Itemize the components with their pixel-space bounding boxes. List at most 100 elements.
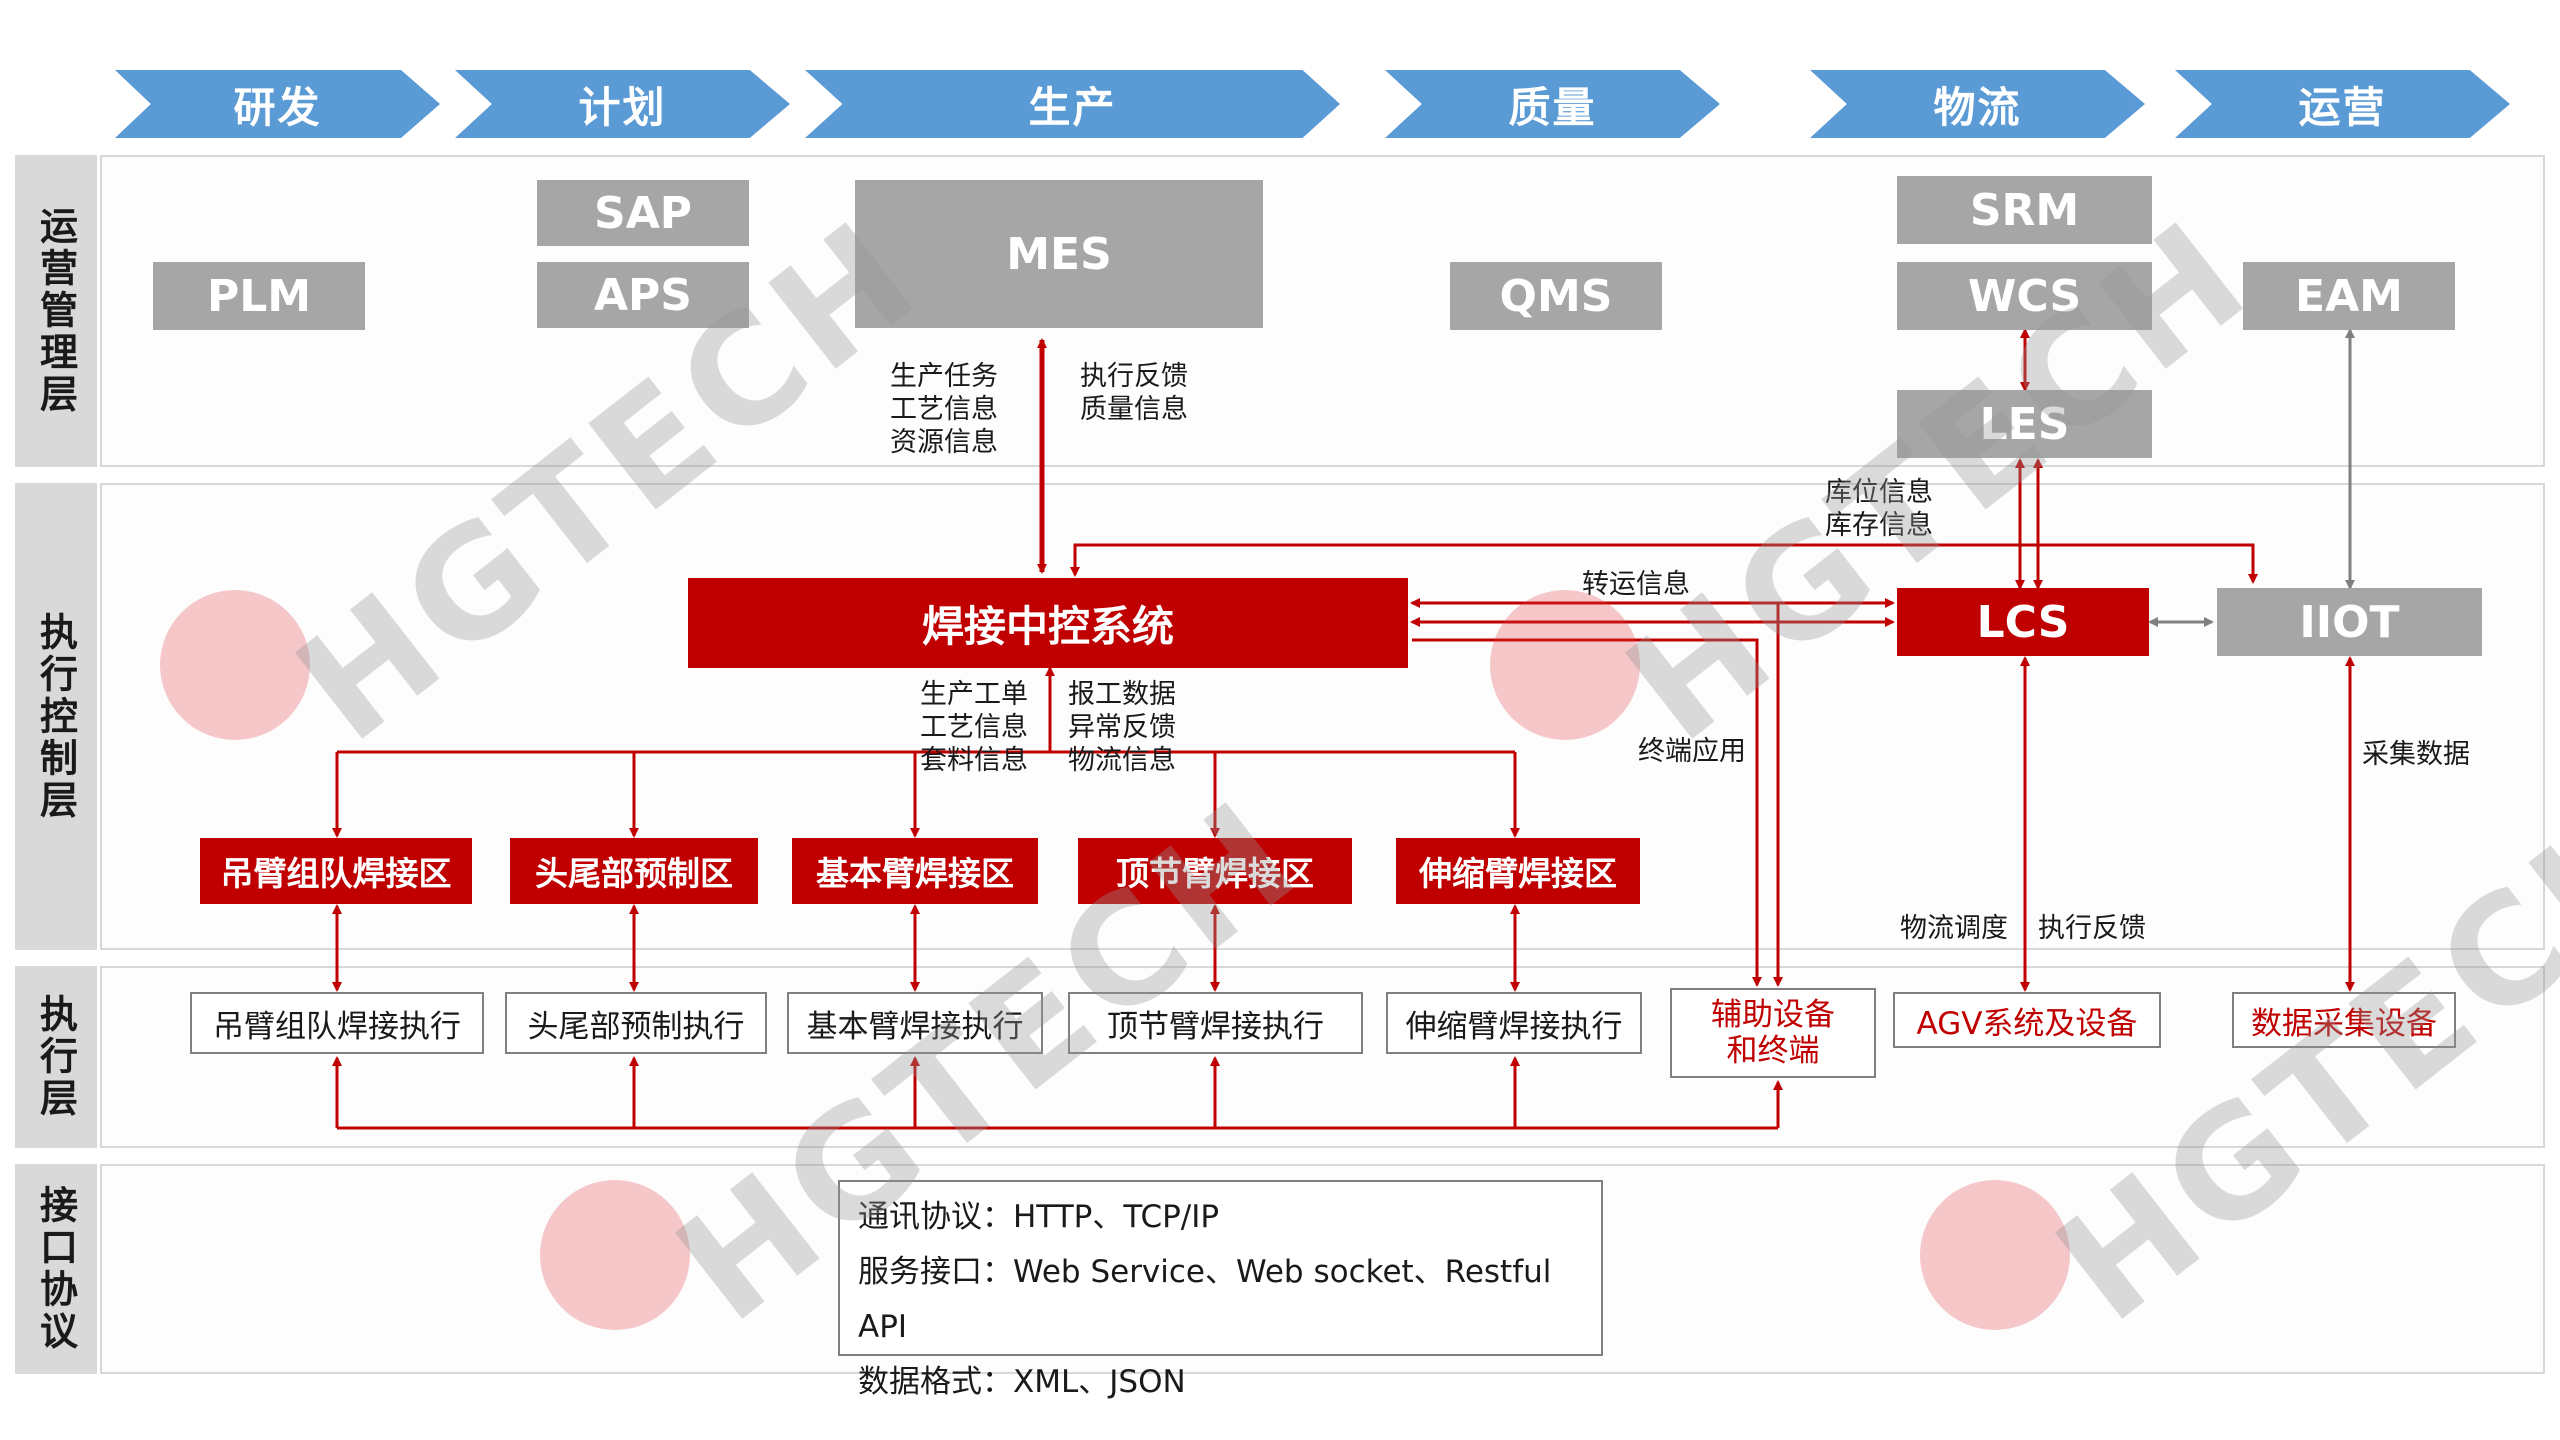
zone-label: 伸缩臂焊接区 <box>1419 854 1617 893</box>
stage-chevron-operation: 运营 <box>2175 70 2510 138</box>
note-line: 执行反馈 <box>1080 361 1188 392</box>
zone-boom-team-welding: 吊臂组队焊接区 <box>200 838 472 904</box>
stage-chevron-plan: 计划 <box>455 70 790 138</box>
system-label: SAP <box>594 187 692 239</box>
system-label: IIOT <box>2299 596 2400 648</box>
note-hub-down: 生产工单 工艺信息 套料信息 <box>920 678 1028 777</box>
note-transfer: 转运信息 <box>1582 568 1690 601</box>
note-storage: 库位信息 库存信息 <box>1825 476 1933 542</box>
stage-label: 物流 <box>1933 82 2022 132</box>
note-line: 库存信息 <box>1825 510 1933 541</box>
exec-agv-system: AGV系统及设备 <box>1893 992 2161 1048</box>
welding-central-control-system: 焊接中控系统 <box>688 578 1408 668</box>
stage-label: 计划 <box>578 82 667 132</box>
exec-telescopic-arm-welding: 伸缩臂焊接执行 <box>1386 992 1642 1054</box>
storage-iiot-link <box>2020 543 2258 584</box>
exec-label: 吊臂组队焊接执行 <box>213 1008 461 1045</box>
layer-label-text: 执行层 <box>33 994 78 1120</box>
exec-label: 辅助设备和终端 <box>1711 997 1835 1069</box>
system-eam: EAM <box>2243 262 2455 330</box>
system-qms: QMS <box>1450 262 1662 330</box>
system-wcs: WCS <box>1897 262 2152 330</box>
system-lcs: LCS <box>1897 588 2149 656</box>
system-mes: MES <box>855 180 1263 328</box>
note-line: 质量信息 <box>1080 394 1188 425</box>
layer-label-control: 执行控制层 <box>15 483 97 950</box>
stage-chevron-logistics: 物流 <box>1810 70 2145 138</box>
hub-aux-link-a <box>1412 638 1762 987</box>
zone-label: 吊臂组队焊接区 <box>220 854 452 893</box>
note-mes-down: 生产任务 工艺信息 资源信息 <box>890 360 998 459</box>
system-les: LES <box>1897 390 2152 458</box>
interface-protocol-box: 通讯协议：HTTP、TCP/IP 服务接口：Web Service、Web so… <box>838 1180 1603 1400</box>
hub-label: 焊接中控系统 <box>921 601 1174 651</box>
watermark-logo-1 <box>160 590 310 740</box>
note-line: 生产工单 <box>920 679 1028 710</box>
zone-top-arm-welding: 顶节臂焊接区 <box>1078 838 1352 904</box>
note-hub-up: 报工数据 异常反馈 物流信息 <box>1068 678 1176 777</box>
exec-label: 基本臂焊接执行 <box>806 1008 1024 1045</box>
interface-line: 通讯协议：HTTP、TCP/IP <box>858 1199 1220 1235</box>
exec-label: 数据采集设备 <box>2251 1005 2437 1042</box>
exec-basic-arm-welding: 基本臂焊接执行 <box>787 992 1043 1054</box>
stage-label: 质量 <box>1508 82 1597 132</box>
zone-label: 顶节臂焊接区 <box>1116 854 1314 893</box>
zone-label: 基本臂焊接区 <box>816 854 1014 893</box>
stage-label: 生产 <box>1028 82 1117 132</box>
note-line: 采集数据 <box>2362 739 2470 770</box>
note-line: 库位信息 <box>1825 477 1933 508</box>
interface-line: 服务接口：Web Service、Web socket、Restful API <box>858 1254 1552 1345</box>
layer-label-text: 接口协议 <box>33 1185 78 1353</box>
zone-telescopic-arm-welding: 伸缩臂焊接区 <box>1396 838 1640 904</box>
note-line: 生产任务 <box>890 361 998 392</box>
note-line: 工艺信息 <box>890 394 998 425</box>
note-line: 套料信息 <box>920 745 1028 776</box>
system-aps: APS <box>537 262 749 328</box>
note-mes-up: 执行反馈 质量信息 <box>1080 360 1188 426</box>
layer-label-interface: 接口协议 <box>15 1164 97 1374</box>
layer-label-management: 运营管理层 <box>15 155 97 467</box>
watermark-logo-2 <box>1490 590 1640 740</box>
note-line: 执行反馈 <box>2038 913 2146 944</box>
watermark-logo-4 <box>1920 1180 2070 1330</box>
system-label: PLM <box>206 270 312 322</box>
system-label: WCS <box>1967 270 2082 322</box>
system-srm: SRM <box>1897 176 2152 244</box>
note-line: 报工数据 <box>1068 679 1176 710</box>
system-label: LCS <box>1976 596 2070 648</box>
note-collect: 采集数据 <box>2362 738 2470 771</box>
zone-head-tail-prefab: 头尾部预制区 <box>510 838 758 904</box>
system-sap: SAP <box>537 180 749 246</box>
exec-aux-devices: 辅助设备和终端 <box>1670 988 1876 1078</box>
note-terminal: 终端应用 <box>1638 735 1746 768</box>
system-label: MES <box>1006 228 1112 280</box>
note-line: 资源信息 <box>890 427 998 458</box>
note-line: 物流调度 <box>1900 913 2008 944</box>
exec-label: 伸缩臂焊接执行 <box>1405 1008 1623 1045</box>
exec-label: 头尾部预制执行 <box>527 1008 745 1045</box>
watermark-logo-3 <box>540 1180 690 1330</box>
zone-label: 头尾部预制区 <box>535 854 733 893</box>
note-exec-feedback: 执行反馈 <box>2038 912 2146 945</box>
exec-top-arm-welding: 顶节臂焊接执行 <box>1068 992 1363 1054</box>
note-line: 工艺信息 <box>920 712 1028 743</box>
layer-label-text: 执行控制层 <box>33 611 78 822</box>
interface-line: 数据格式：XML、JSON <box>858 1364 1186 1400</box>
note-line: 物流信息 <box>1068 745 1176 776</box>
exec-head-tail-prefab: 头尾部预制执行 <box>505 992 767 1054</box>
system-label: LES <box>1979 398 2070 450</box>
storage-link <box>1070 543 2020 577</box>
note-logistics-dispatch: 物流调度 <box>1900 912 2008 945</box>
system-iiot: IIOT <box>2217 588 2482 656</box>
zone-basic-arm-welding: 基本臂焊接区 <box>792 838 1038 904</box>
layer-label-execution: 执行层 <box>15 966 97 1148</box>
system-label: APS <box>594 269 692 321</box>
stage-chevron-quality: 质量 <box>1385 70 1720 138</box>
note-line: 转运信息 <box>1582 569 1690 600</box>
system-label: SRM <box>1969 184 2080 236</box>
stage-chevron-rd: 研发 <box>115 70 440 138</box>
note-line: 终端应用 <box>1638 736 1746 767</box>
note-line: 异常反馈 <box>1068 712 1176 743</box>
system-plm: PLM <box>153 262 365 330</box>
